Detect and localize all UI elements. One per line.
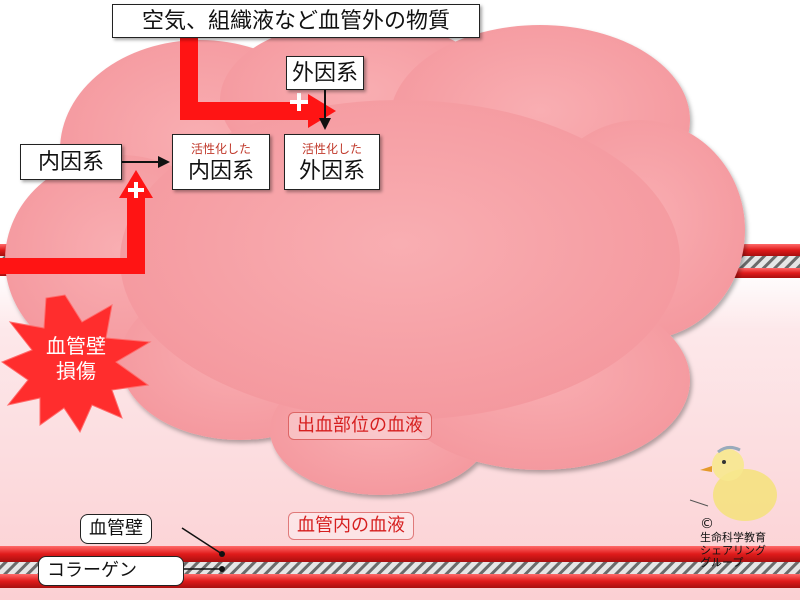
extrinsic-box: 外因系 [286,56,364,90]
credit-line2: シェアリング [700,543,766,557]
injury-label-line1: 血管壁 [46,334,106,358]
injury-starburst [0,294,152,434]
activated-extrinsic-label: 外因系 [298,159,365,184]
lower-vessel [0,546,800,588]
leader-lines [181,527,225,572]
arrow-intrinsic-to-activated [122,156,170,168]
bleeding-site-blood-label: 出血部位の血液 [288,412,432,440]
intravascular-blood-label: 血管内の血液 [288,512,414,540]
plus-icon [128,182,144,198]
credit-text: © 生命科学教育 シェアリング グループ [700,516,766,570]
chick-mascot [689,445,777,521]
activated-intrinsic-box: 活性化した 内因系 [172,134,270,190]
injury-label-line2: 損傷 [56,359,96,383]
activated-extrinsic-prefix: 活性化した [301,142,362,156]
extrinsic-label: 外因系 [291,61,358,86]
red-arrow-intrinsic [0,170,153,274]
collagen-label: コラーゲン [38,556,184,586]
copyright-symbol: © [700,516,714,532]
extravascular-substances-box: 空気、組織液など血管外の物質 [112,4,480,38]
credit-line1: 生命科学教育 [700,531,766,545]
extravascular-substances-label: 空気、組織液など血管外の物質 [141,9,450,34]
vessel-wall-label: 血管壁 [80,514,152,544]
intrinsic-label: 内因系 [37,150,104,175]
arrow-extrinsic-to-activated [319,90,331,130]
activated-extrinsic-box: 活性化した 外因系 [284,134,380,190]
activated-intrinsic-prefix: 活性化した [190,142,251,156]
activated-intrinsic-label: 内因系 [187,159,254,184]
red-arrow-extrinsic [180,38,336,128]
bleeding-cloud [5,20,745,495]
plus-icon [290,93,308,111]
intrinsic-box: 内因系 [20,144,122,180]
credit-line3: グループ [700,556,744,570]
injury-label: 血管壁 損傷 [34,334,118,384]
